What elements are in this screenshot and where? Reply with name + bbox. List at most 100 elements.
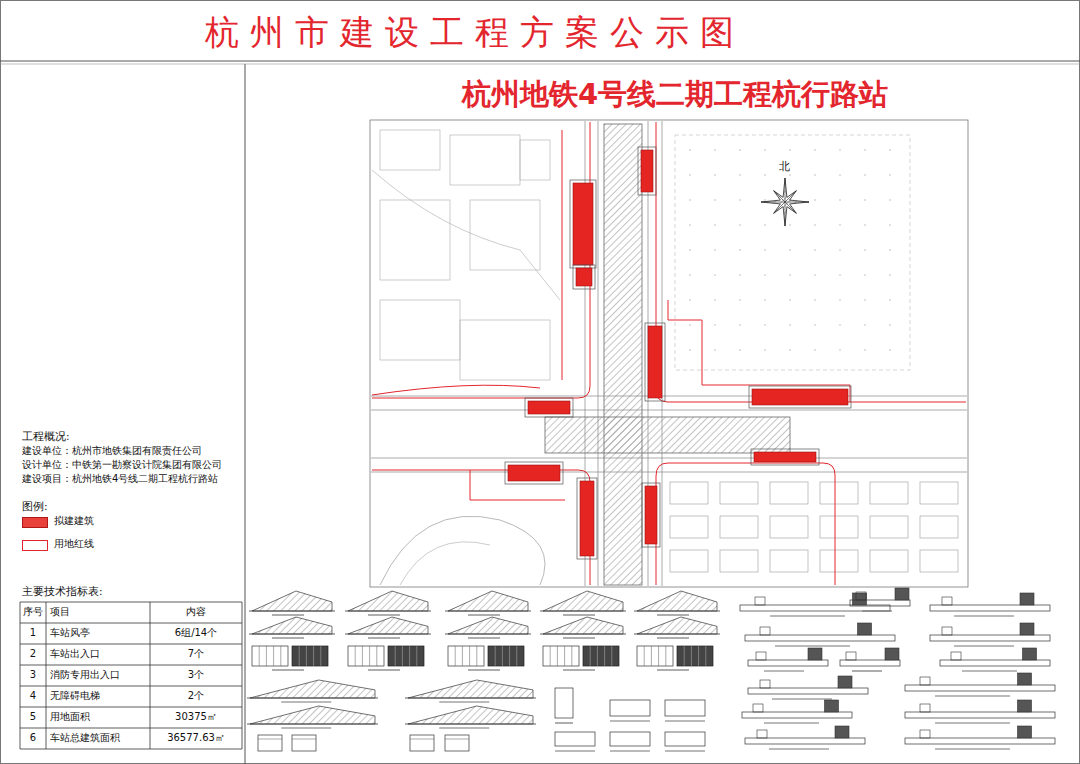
proposed-building xyxy=(752,389,848,405)
north-arrow xyxy=(761,202,785,203)
facade-grid xyxy=(698,646,699,666)
facade-grid xyxy=(313,646,314,666)
canopy-elevation xyxy=(408,706,533,724)
survey-point xyxy=(864,149,866,151)
survey-point xyxy=(714,349,716,351)
table-cell: 用地面积 xyxy=(50,711,90,723)
survey-point xyxy=(839,249,841,251)
survey-point xyxy=(889,224,891,226)
caption-mark xyxy=(954,645,1014,646)
north-arrow xyxy=(761,178,809,226)
ground-line xyxy=(405,724,536,725)
survey-point xyxy=(839,174,841,176)
survey-point xyxy=(764,324,766,326)
survey-point xyxy=(789,299,791,301)
table-cell: 项目 xyxy=(50,606,70,618)
building-outline xyxy=(820,482,858,504)
caption-mark xyxy=(769,748,829,749)
box-elevation xyxy=(951,652,961,660)
facade-grid xyxy=(611,646,612,666)
facade-grid xyxy=(409,646,410,666)
red-line xyxy=(562,130,563,380)
site-map xyxy=(370,120,968,587)
survey-point xyxy=(764,299,766,301)
survey-point xyxy=(739,249,741,251)
canopy-elevation xyxy=(252,617,332,634)
survey-point xyxy=(739,349,741,351)
facade-grid xyxy=(684,646,685,666)
building-outline xyxy=(920,550,958,572)
facade-grid xyxy=(266,646,267,666)
survey-point xyxy=(689,149,691,151)
survey-point xyxy=(714,299,716,301)
canopy-elevation xyxy=(250,680,375,698)
box-elevation xyxy=(555,732,595,746)
survey-point xyxy=(739,199,741,201)
ground-line xyxy=(445,634,531,635)
facade-elevation xyxy=(543,646,579,666)
survey-point xyxy=(714,274,716,276)
table-line xyxy=(20,686,242,687)
facade-grid xyxy=(402,646,403,666)
survey-point xyxy=(689,174,691,176)
road-edge xyxy=(371,458,967,459)
facade-elevation xyxy=(637,646,673,666)
facade-grid xyxy=(665,646,666,666)
building-outline xyxy=(525,398,573,417)
caption-mark xyxy=(281,727,331,728)
page-title: 杭州市建设工程方案公示图 xyxy=(205,12,745,53)
building-outline xyxy=(870,550,908,572)
legend-swatch xyxy=(22,540,48,551)
building-outline xyxy=(670,516,708,538)
title-rule xyxy=(0,61,1080,62)
parcel-outline xyxy=(520,140,550,180)
proposed-building xyxy=(573,183,593,265)
box-elevation xyxy=(1023,648,1037,660)
north-arrow xyxy=(785,202,796,213)
building-outline xyxy=(573,265,595,289)
caption-mark xyxy=(665,750,705,751)
caption-mark xyxy=(468,669,500,670)
facade-grid xyxy=(280,646,281,666)
survey-point xyxy=(739,149,741,151)
station-box xyxy=(604,124,642,585)
survey-point xyxy=(864,224,866,226)
table-cell: 7个 xyxy=(188,648,204,660)
ground-line xyxy=(445,611,531,612)
table-cell: 1 xyxy=(30,627,36,639)
section-heading: 主要技术指标表: xyxy=(22,585,103,598)
survey-point xyxy=(689,249,691,251)
building-outline xyxy=(645,323,665,401)
ground-line xyxy=(247,724,378,725)
building-outline xyxy=(870,516,908,538)
canopy-elevation xyxy=(250,706,375,724)
survey-point xyxy=(889,249,891,251)
caption-mark xyxy=(563,614,595,615)
road-edge xyxy=(371,472,967,473)
building-outline xyxy=(770,482,808,504)
proposed-building xyxy=(580,481,594,556)
building-outline xyxy=(638,147,656,195)
box-elevation xyxy=(1020,623,1034,635)
facade-grid xyxy=(320,646,321,666)
table-cell: 内容 xyxy=(186,606,206,618)
caption-mark xyxy=(368,669,400,670)
canopy-elevation xyxy=(742,712,852,718)
survey-point xyxy=(889,324,891,326)
red-line xyxy=(372,122,590,398)
facade-elevation xyxy=(292,646,328,666)
facade-elevation xyxy=(348,646,384,666)
caption-mark xyxy=(775,645,850,646)
building-outline xyxy=(720,550,758,572)
box-elevation xyxy=(555,688,573,718)
facade-grid xyxy=(410,739,434,740)
box-elevation xyxy=(942,597,952,605)
caption-mark xyxy=(555,722,573,723)
box-elevation xyxy=(445,735,469,751)
caption-mark xyxy=(563,669,595,670)
canopy-elevation xyxy=(905,738,1055,744)
survey-point xyxy=(839,299,841,301)
survey-point xyxy=(814,324,816,326)
survey-point xyxy=(864,299,866,301)
